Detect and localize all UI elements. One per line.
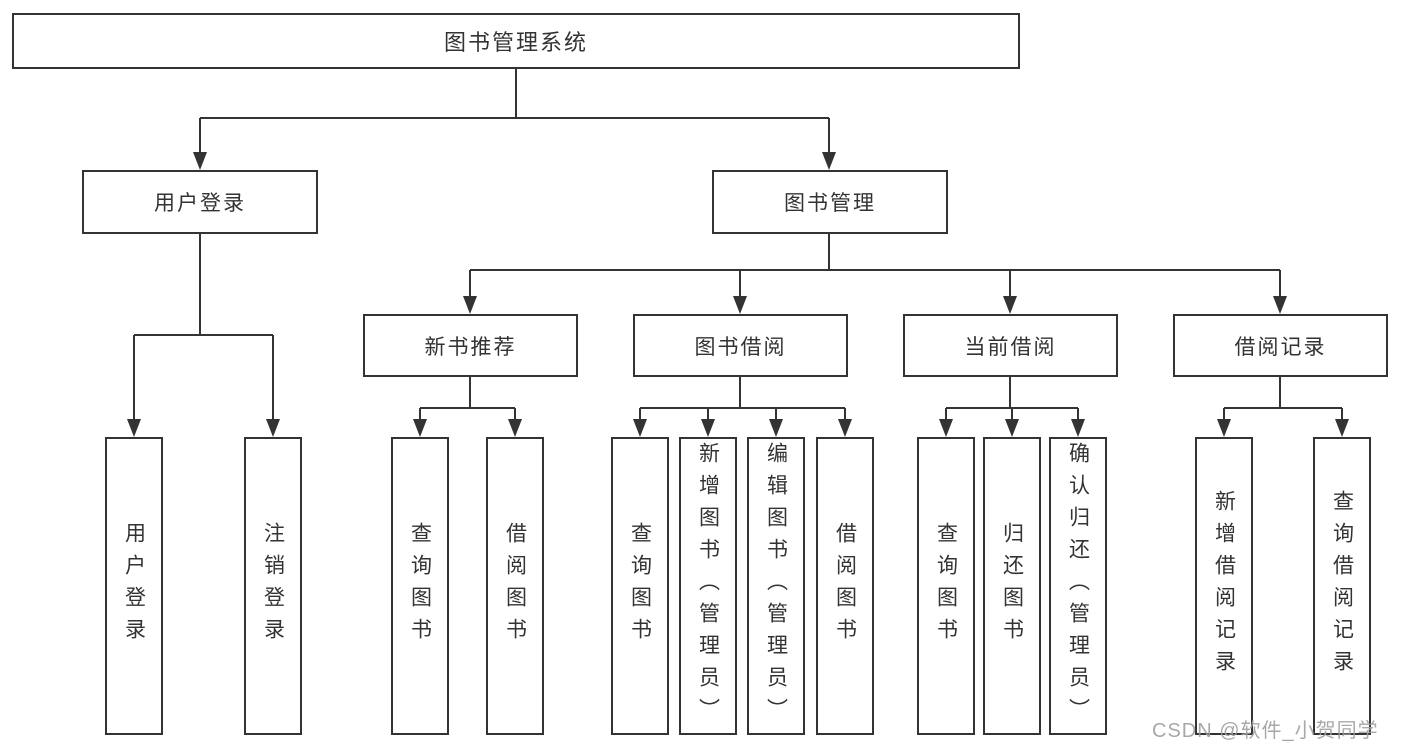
node-new-book-recommend: 新书推荐: [363, 314, 578, 377]
arrowheads: [127, 152, 1349, 437]
node-user-login: 用户登录: [82, 170, 318, 234]
leaf-logout: 注销登录: [244, 437, 302, 735]
leaf-label: 借阅图书: [833, 522, 857, 650]
leaf-borrow-book-recommend: 借阅图书: [486, 437, 544, 735]
leaf-label: 查询图书: [408, 522, 432, 650]
node-book-management: 图书管理: [712, 170, 948, 234]
leaf-query-book-borrow: 查询图书: [611, 437, 669, 735]
leaf-query-book-current: 查询图书: [917, 437, 975, 735]
leaf-user-login: 用户登录: [105, 437, 163, 735]
leaf-query-book-recommend: 查询图书: [391, 437, 449, 735]
node-system-root: 图书管理系统: [12, 13, 1020, 69]
leaf-label: 查询图书: [934, 522, 958, 650]
node-current-borrow: 当前借阅: [903, 314, 1118, 377]
leaf-confirm-return-admin: 确认归还（管理员）: [1049, 437, 1107, 735]
csdn-watermark: CSDN @软件_小贺同学: [1152, 720, 1379, 742]
leaf-query-borrow-record: 查询借阅记录: [1313, 437, 1371, 735]
leaf-add-borrow-record: 新增借阅记录: [1195, 437, 1253, 735]
leaf-label: 查询图书: [628, 522, 652, 650]
leaf-label: 新增图书（管理员）: [696, 442, 720, 730]
leaf-label: 编辑图书（管理员）: [764, 442, 788, 730]
leaf-return-book: 归还图书: [983, 437, 1041, 735]
leaf-edit-book-admin: 编辑图书（管理员）: [747, 437, 805, 735]
leaf-label: 新增借阅记录: [1212, 490, 1236, 682]
leaf-label: 借阅图书: [503, 522, 527, 650]
leaf-label: 注销登录: [261, 522, 285, 650]
leaf-borrow-book: 借阅图书: [816, 437, 874, 735]
node-borrow-record: 借阅记录: [1173, 314, 1388, 377]
leaf-label: 归还图书: [1000, 522, 1024, 650]
node-book-borrow: 图书借阅: [633, 314, 848, 377]
leaf-label: 用户登录: [122, 522, 146, 650]
leaf-label: 查询借阅记录: [1330, 490, 1354, 682]
leaf-label: 确认归还（管理员）: [1066, 442, 1090, 730]
leaf-add-book-admin: 新增图书（管理员）: [679, 437, 737, 735]
